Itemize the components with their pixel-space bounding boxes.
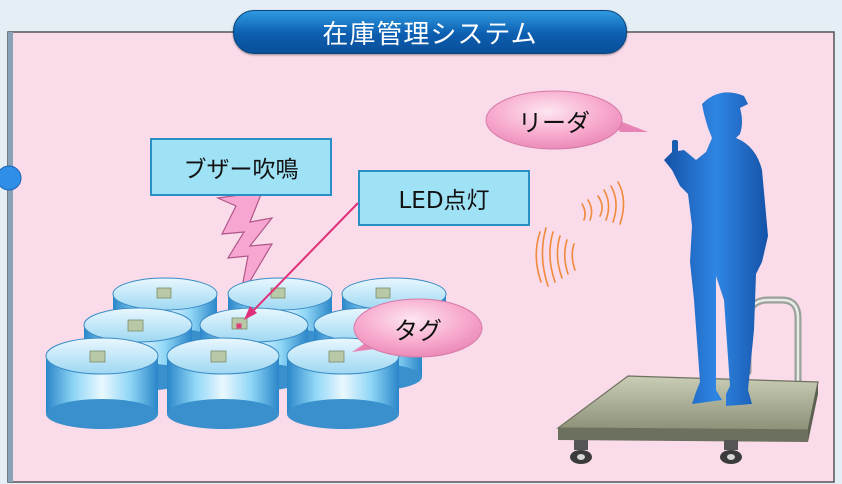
diagram-title: 在庫管理システム [233,10,627,54]
drum [166,337,280,429]
rfid-tag [89,350,106,363]
rfid-tag [156,287,172,299]
rfid-tag [127,319,144,332]
reader-label: リーダ [518,108,590,137]
led-flash [236,323,242,329]
panel-dot [0,165,22,191]
reader-bubble [485,90,648,150]
worker-silhouette [664,92,768,406]
led-label: LED点灯 [358,170,530,226]
tag-bubble [352,298,483,358]
handheld-reader-icon [672,140,678,166]
tag-label: タグ [394,316,442,345]
led-pointer-arrow [244,202,359,320]
buzzer-label: ブザー吹鳴 [150,138,332,196]
panel-left-rail [8,32,13,482]
rfid-tag [375,287,391,299]
drum [45,337,159,429]
rfid-tag [210,350,227,363]
rfid-tag [328,350,345,363]
radio-signal-icon [535,181,625,287]
